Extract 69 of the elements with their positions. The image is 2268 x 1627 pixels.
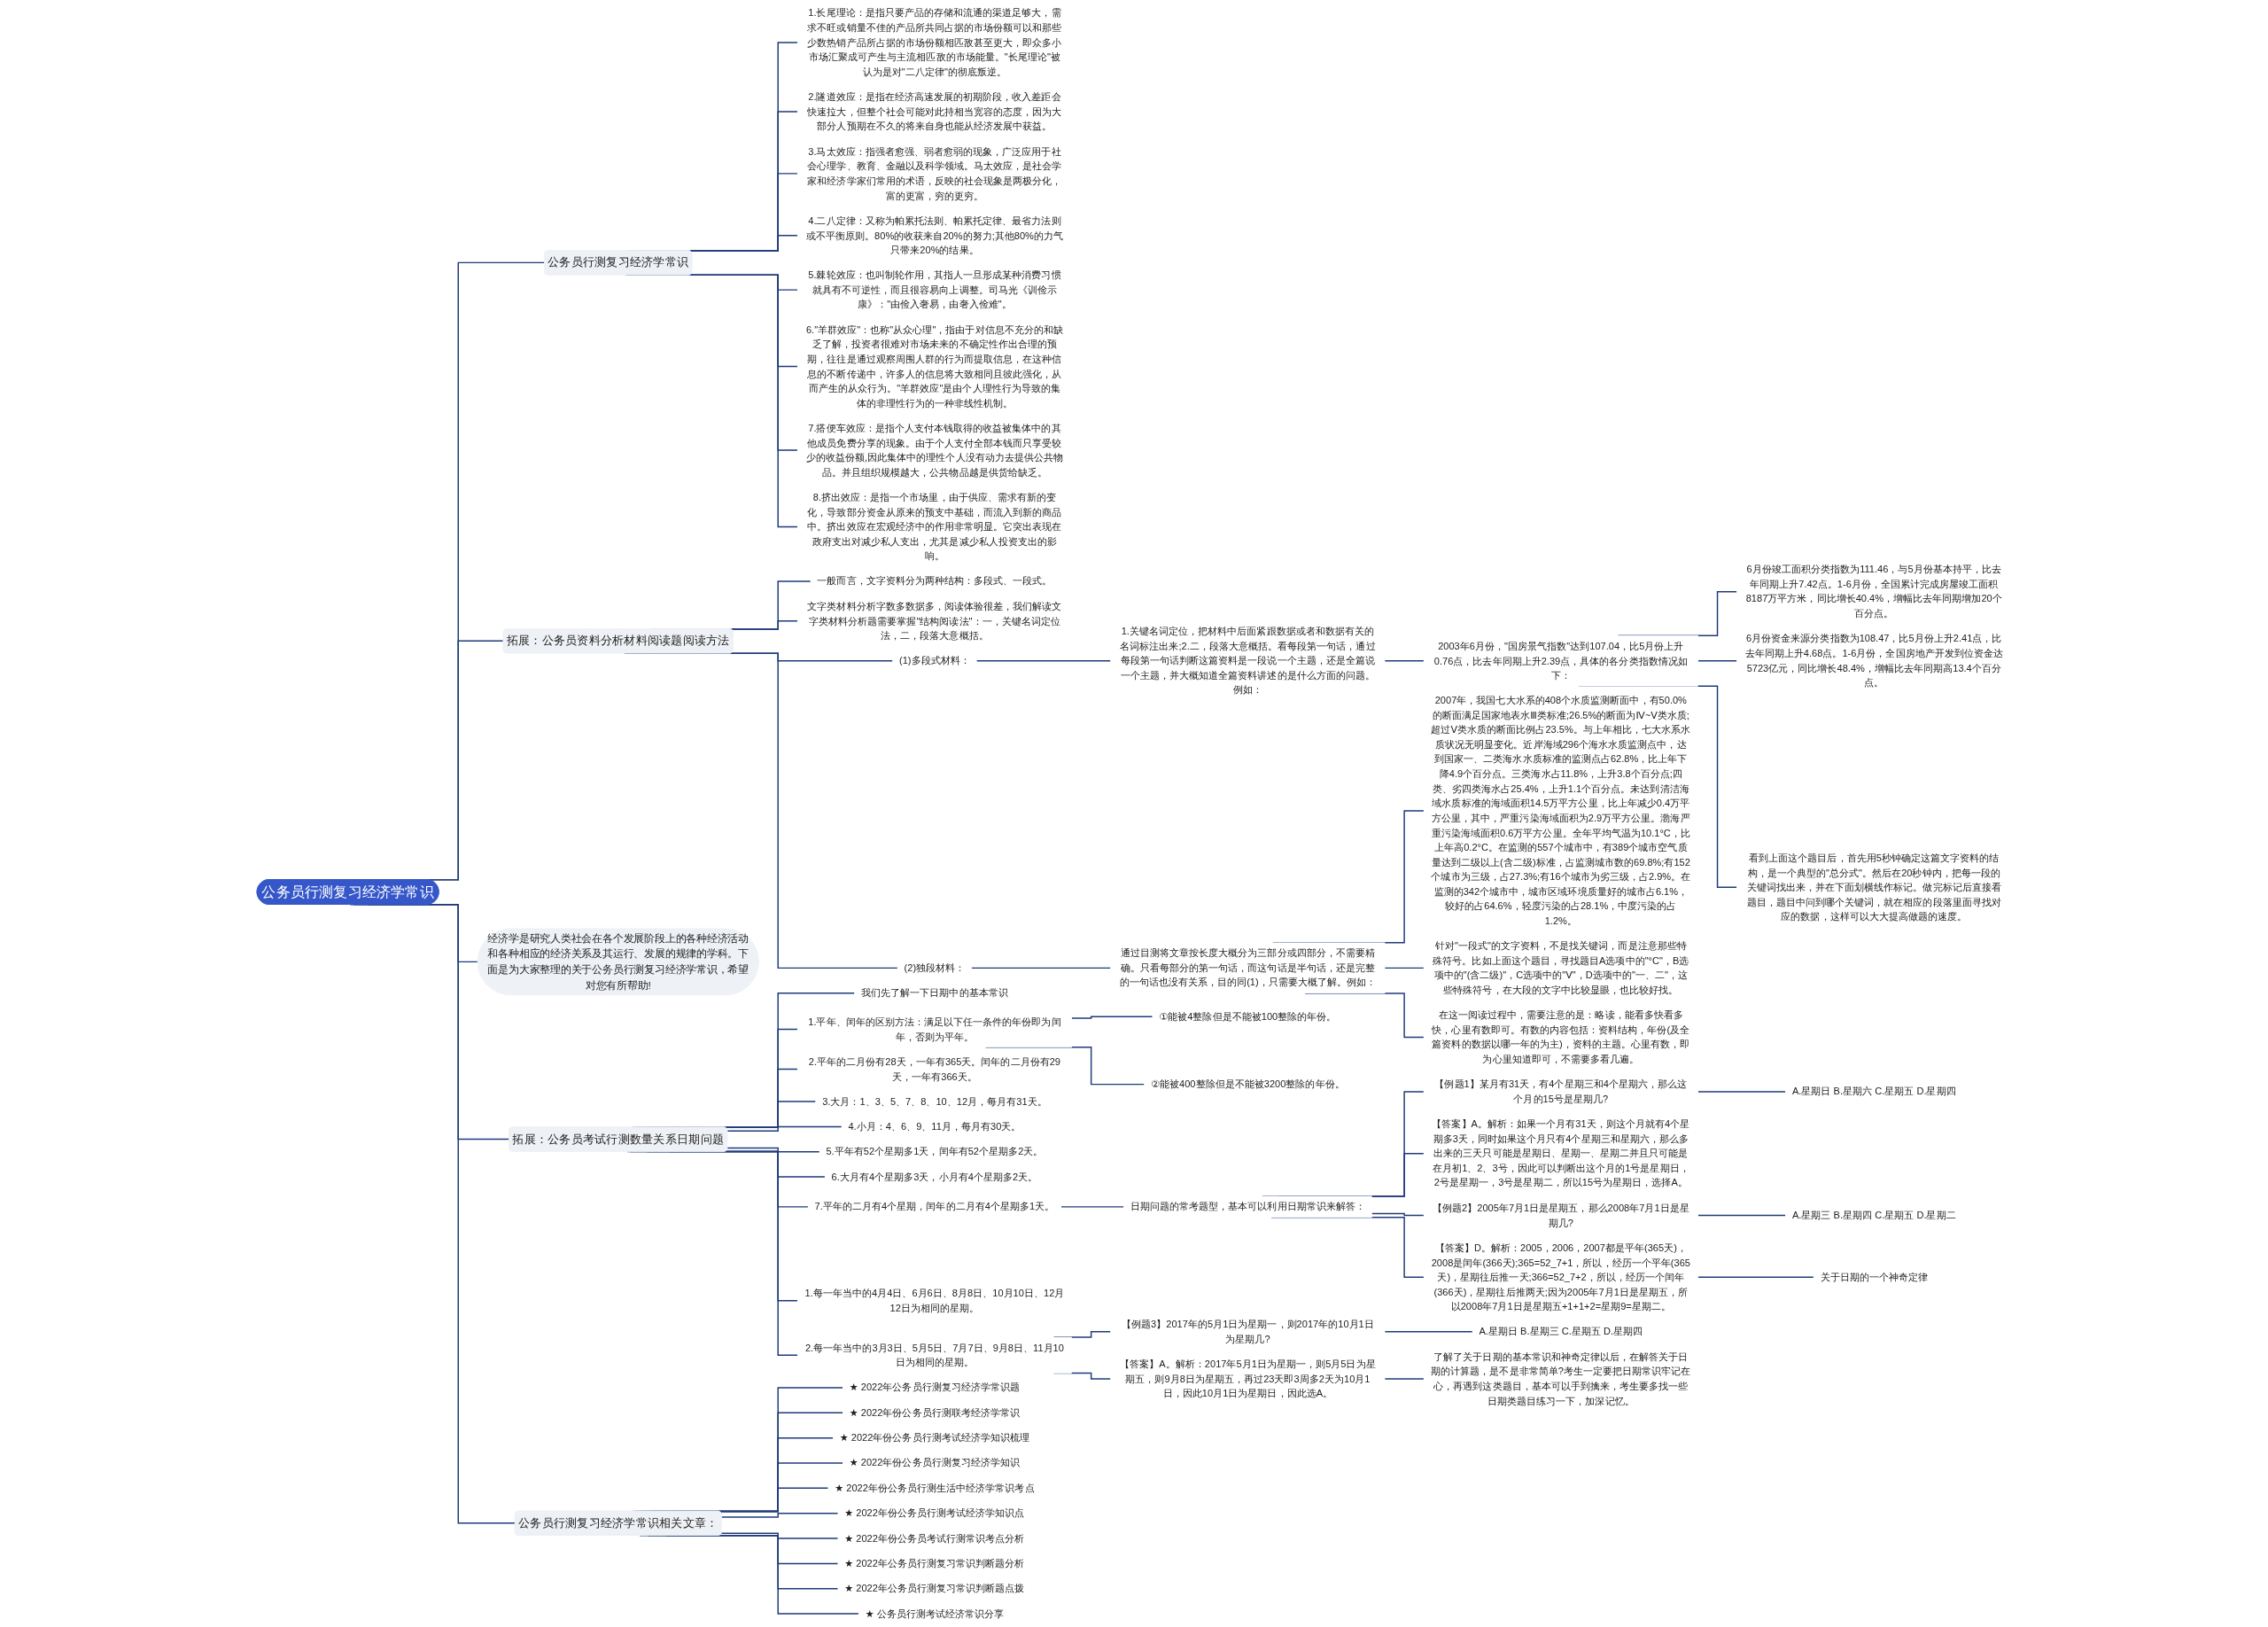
connector [726,1125,843,1133]
node-text: 4.二八定律：又称为帕累托法则、帕累托定律、最省力法则或不平衡原则。80%的收获来自20%的努力;其他80%的力气只带来20%的结果。 [805,214,1064,255]
node-text: 一般而言，文字资料分为两种结构：多段式、一段式。 [817,575,1052,587]
node-text: ★ 公务员行测考试经济常识分享 [865,1608,1005,1619]
connector [720,1532,839,1539]
node-text: A.星期三 B.星期四 C.星期五 D.星期二 [1791,1209,1956,1221]
node-text: 6."羊群效应"：也称"从众心理"，指由于对信息不充分的和缺乏了解，投资者很难对市场未来的不确定性作出合理的预期，往往是通过观察周围人群的行为而提取信息，在这种信息的不断传递中，许多人的信息将大致相同且彼此强化，从而产生的从众行为。"羊群效应"是由个人理性行为导致的集体的非理性行为的一种非线性机制。 [805,323,1063,409]
node-text: 1.长尾理论：是指只要产品的存储和流通的渠道足够大，需求不旺或销量不佳的产品所共同占据的市场份额可以和那些少数热销产品所占据的市场份额相匹敌甚至更大，即众多小市场汇聚成可产生与主流相匹敌的市场能量。"长尾理论"被认为是对"二八定律"的彻底叛逆。 [807,7,1062,77]
node-text: A.星期日 B.星期三 C.星期五 D.星期四 [1479,1325,1643,1337]
node-text: 8.挤出效应：是指一个市场里，由于供应、需求有新的变化，导致部分资金从原来的预支中基础，而流入到新的商品中。挤出效应在宏观经济中的作用非常明显。它突出表现在政府支出对减少私人支出，尤其是减少私人投资支出的影响。 [807,491,1062,562]
node-text: 6月份资金来源分类指数为108.47，比5月份上升2.41点，比去年同期上升4.68点。1-6月份，全国房地产开发到位资金达5723亿元，同比增长48.4%，增幅比去年同期高13.4个百分点。 [1744,633,2004,689]
node-text: ★ 2022年份公务员行测生活中经济学常识考点 [835,1482,1035,1494]
node-text: A.星期日 B.星期六 C.星期五 D.星期四 [1791,1086,1956,1097]
node-text: 文字类材料分析字数多数据多，阅读体验很差，我们解读文字类材料分析题需要掌握"结构阅读法"：一，关键名词定位法，二，段落大意概括。 [807,600,1062,642]
node-text: ★ 2022年份公务员行测复习经济学知识 [849,1457,1021,1468]
node-text: 1.每一年当中的4月4日、6月6日、8月8日、10月10日、12月12日为相同的星期。 [804,1287,1065,1313]
connector [1697,1091,1787,1093]
node-text: 【答案】A。解析：如果一个月有31天，则这个月就有4个星期多3天，同时如果这个月只有4个星期三和星期六，那么多出来的三天只可能是星期日、星期一、星期二并且只可能是在月初1、2、3号，因此可以判断出这个月的1号是星期日，2号是星期一，3号是星期二，所以15号为星期日，选择A。 [1432,1117,1690,1188]
node-text: 1.关键名词定位，把材料中后面紧跟数据或者和数据有关的名词标注出来;2.二，段落大意概括。看每段第一句话，通过每段第一句话判断这篇资料是一段说一个主题，还是全篇说一个主题，并大概知道全篇资料讲述的是什么方面的问题。例如： [1120,625,1376,696]
node-text: 【例题2】2005年7月1日是星期五，那么2008年7月1日是星期几? [1432,1202,1689,1228]
node-text: 3.大月：1、3、5、7、8、10、12月，每月有31天。 [822,1095,1047,1107]
connector [1070,1016,1153,1019]
node-text: ★ 2022年公务员行测复习常识判断题分析 [844,1557,1025,1569]
node-text: 6.大月有4个星期多3天，小月有4个星期多2天。 [831,1171,1038,1182]
node-text: ①能被4整除但是不能被100整除的年份。 [1159,1010,1337,1023]
connector [1060,1206,1125,1208]
node-text: ②能被400整除但是不能被3200整除的年份。 [1151,1078,1345,1090]
node-text: 了解了关于日期的基本常识和神奇定律以后，在解答关于日期的计算题，是不是非常简单?考生一定要把日期常识牢记在心，再遇到这类题目，基本可以手到擒来，考生要多找一些日期类题目练习一下，加深记忆。 [1431,1351,1691,1406]
connector [1384,1330,1473,1333]
connector [1384,1378,1425,1380]
node-text: ★ 2022年公务员行测复习经济学常识题 [849,1382,1021,1393]
connector [1384,660,1425,662]
node-text: 针对"一段式"的文字资料，不是找关键词，而是注意那些特殊符号。比如上面这个题目，寻找题目A选项中的"°C"，B选项中的"(含二级)"，C选项中的"Ⅴ"，D选项中的"一、二"，这些特殊符号，在大段的文字中比较显眼，也比较好找。 [1433,939,1689,995]
node-text: 5.平年有52个星期多1天，闰年有52个星期多2天。 [826,1145,1044,1157]
node-text: 2007年，我国七大水系的408个水质监测断面中，有50.0%的断面满足国家地表水Ⅲ类标准;26.5%的断面为Ⅳ~Ⅴ类水质;超过Ⅴ类水质的断面比例占23.5%。与上年相比，七大水系水质状况无明显变化。近岸海域296个海水水质监测点中，达到国家一、二类海水水质标准的监测点占62.8%，比上年下降4.9个百分点。三类海水占11.8%，上升3.8个百分点;四类、劣四类海水占25.4%，上升1.1个百分点。未达到清洁海域水质标准的海域面积14.5万平方公里，比上年减少0.4万平方公里，其中，严重污染海域面积为2.9万平方公里。渤海严重污染海域面积0.6万平方公里。全年平均气温为10.1°C，比上年高0.2°C。在监测的557个城市中，有389个城市空气质量达到二级以上(含二级)标准，占监测城市数的69.8%;有152个城市为三级，占27.3%;有16个城市为劣三级，占2.9%。在监测的342个城市中，城市区域环境质量好的城市占6.1%，较好的占64.6%，轻度污染的占28.1%，中度污染的占1.2%。 [1431,694,1691,926]
node-text: (2)独段材料： [904,961,966,974]
connector [726,1147,820,1153]
connector [720,1512,839,1518]
node-text: 4.小月：4、6、9、11月，每月有30天。 [848,1120,1021,1133]
connector [1697,1214,1787,1217]
connector [1384,967,1425,969]
node-text: 在这一阅读过程中，需要注意的是：略读，能看多快看多快，心里有数即可。有数的内容包括：资料结构，年份(及全篇资料的数据以哪一年的为主)，资料的主题。心里有数，即为心里知道即可，不需要多看几遍。 [1432,1008,1690,1064]
node-text: 6月份竣工面积分类指数为111.46，与5月份基本持平，比去年同期上升7.42点。1-6月份，全国累计完成房屋竣工面积8187万平方米，同比增长40.4%，增幅比去年同期增加20个百分点。 [1745,564,2002,619]
node-text: 看到上面这个题目后，首先用5秒钟确定这篇文字资料的结构，是一个典型的"总分式"。然后在20秒钟内，把每一段的关键词找出来，并在下面划横线作标记。做完标记后直接看题目，题目中问到哪个关键词，就在相应的段落里面寻找对应的数据，这样可以大大提高做题的速度。 [1746,852,2001,922]
node-text: 7.搭便车效应：是指个人支付本钱取得的收益被集体中的其他成员免费分享的现象。由于个人支付全部本钱而只享受较少的收益份额,因此集体中的理性个人没有动力去提供公共物品。并且组织规模越大，公共物品越是供货给缺乏。 [805,422,1064,478]
node-text: 7.平年的二月有4个星期，闰年的二月有4个星期多1天。 [814,1201,1055,1212]
connector [970,967,1112,969]
node-text: 【例题3】2017年的5月1日为星期一，则2017年的10月1日为星期几? [1121,1318,1374,1344]
connector [1697,660,1738,662]
connector [975,660,1112,662]
connector [688,234,799,252]
node-text: (1)多段式材料： [899,654,970,666]
node-text: 2.平年的二月份有28天，一年有365天。闰年的二月份有29天，一年有366天。 [808,1055,1061,1082]
node-text: 【答案】D。解析：2005，2006，2007都是平年(365天)，2008是闰年(366天);365=52_7+1，所以，经历一个平年(365天)，星期往后推一天;366=52_7+2，所以，经历一个闰年(366天)，星期往后推两天;因为2005年7月1日是星期五，所以2008年7月1日是星期五+1+1+2=星期9=星期二。 [1431,1242,1690,1312]
node-text: 【答案】A。解析：2017年5月1日为星期一，则5月5日为星期五，则9月8日为星期五，再过23天即3周多2天为10月1日，因此10月1日为星期日，因此选A。 [1120,1358,1376,1399]
node-text: 2.每一年当中的3月3日、5月5日、7月7日、9月8日、11月10日为相同的星期。 [804,1342,1064,1368]
node-text: ★ 2022年份公务员行测考试经济学知识梳理 [839,1431,1030,1444]
connector [1371,1212,1425,1217]
node-text: 我们先了解一下日期中的基本常识 [861,986,1008,999]
node-text: ★ 2022年份公务员考试行测常识考点分析 [844,1532,1025,1544]
node-text: 关于日期的一个神奇定律 [1820,1271,1929,1282]
node-text: ★ 2022年份公务员行测联考经济学常识 [849,1406,1021,1418]
node-text: 【例题1】某月有31天，有4个星期三和4个星期六，那么这个月的15号是星期几? [1434,1078,1688,1104]
node-text: ★ 2022年份公务员行测考试经济学知识点 [844,1506,1025,1519]
node-text: 2.隧道效应：是指在经济高速发展的初期阶段，收入差距会快速拉大，但整个社会可能对此持相当宽容的态度，因为大部分人预期在不久的将来自身也能从经济发展中获益。 [807,90,1062,132]
node-text: 5.棘轮效应：也叫制轮作用，其指人一旦形成某种消费习惯就具有不可逆性，而且很容易向上调整。司马光《训俭示康》："由俭入奢易，由奢入俭难"。 [808,269,1061,310]
connector [1697,1276,1814,1278]
node-text: 3.马太效应：指强者愈强、弱者愈弱的现象，广泛应用于社会心理学、教育、金融以及科学领域。马太效应，是社会学家和经济学家们常用的术语，反映的社会现象是两极分化，富的更富，穷的更穷。 [807,145,1062,201]
node-text: ★ 2022年公务员行测复习常识判断题点拨 [844,1582,1025,1594]
